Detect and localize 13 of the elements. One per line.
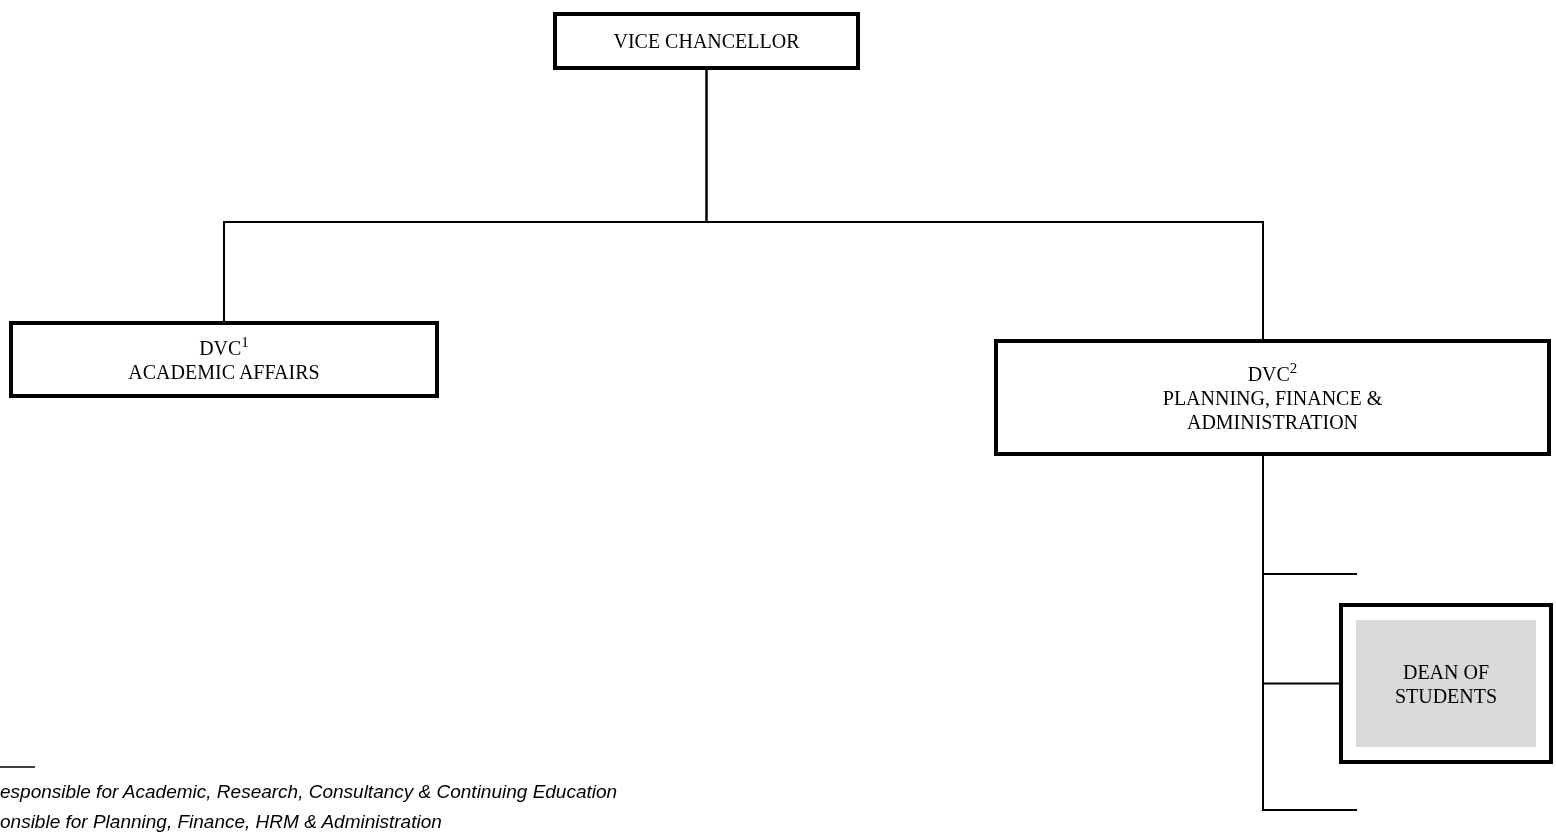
position-title: DVC$^{1}$ (199, 335, 249, 360)
position-title: DEAN OF STUDENTS (1393, 659, 1499, 708)
position-box (553, 12, 860, 70)
position-title: DVC$^{2}$ (1247, 361, 1298, 386)
position-title: VICE CHANCELLOR (613, 29, 800, 53)
footnote: onsible for Planning, Finance, HRM & Administration (0, 810, 442, 834)
connector-line (705, 69, 1264, 340)
footnote: esponsible for Academic, Research, Consultancy & Continuing Education (0, 780, 618, 804)
position-title: PLANNING, FINANCE & ADMINISTRATION (1161, 385, 1384, 434)
position-box (9, 321, 439, 398)
position-title: ACADEMIC AFFAIRS (128, 359, 320, 384)
position-box (994, 339, 1551, 456)
shaded-position-box (1339, 603, 1553, 764)
